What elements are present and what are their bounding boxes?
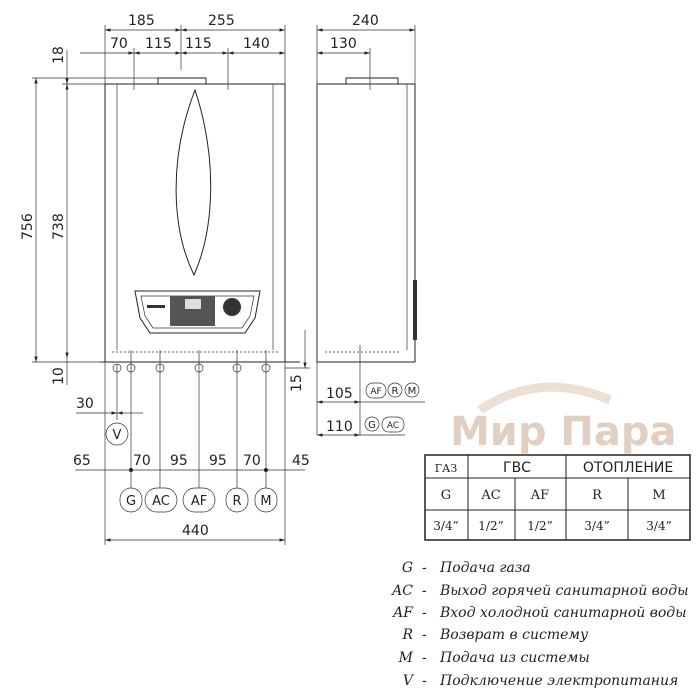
boiler-body-side — [316, 83, 416, 363]
connection-AC-label: AC — [152, 494, 170, 509]
table-size-R: 3/4” — [584, 519, 609, 533]
control-panel — [134, 290, 261, 334]
dim-15: 15 — [289, 374, 305, 392]
legend-item: V - Подключение электропитания — [403, 673, 678, 689]
dim-255: 255 — [208, 13, 235, 29]
dim-95-a: 95 — [170, 453, 188, 469]
dim-140: 140 — [243, 36, 270, 52]
svg-text:-: - — [422, 627, 427, 643]
side-AC-label: AC — [387, 421, 399, 431]
svg-text:AF: AF — [391, 605, 414, 621]
connection-V-marker — [105, 422, 129, 446]
watermark-logo: Мир Пара — [450, 382, 676, 455]
dim-70: 70 — [110, 36, 128, 52]
table-header-dhw: ГВС — [503, 460, 531, 476]
connection-G-label: G — [126, 494, 136, 509]
dim-115-left: 115 — [145, 36, 172, 52]
svg-text:R: R — [401, 627, 413, 643]
dim-65: 65 — [73, 453, 91, 469]
table-code-AF: AF — [530, 488, 549, 503]
dim-70-b: 70 — [243, 453, 261, 469]
front-decor-shape — [175, 88, 212, 277]
legend-item: AC - Выход горячей санитарной воды — [390, 583, 688, 599]
connection-V-label: V — [113, 428, 122, 443]
side-view: 240 130 105 110 AF R M G AC — [316, 13, 425, 437]
dim-756: 756 — [20, 213, 36, 240]
dim-30: 30 — [76, 396, 94, 412]
table-size-AC: 1/2” — [478, 519, 503, 533]
legend: G - Подача газа AC - Выход горячей санит… — [390, 560, 688, 689]
legend-item: R - Возврат в систему — [401, 627, 589, 643]
connection-R-label: R — [232, 494, 241, 509]
top-flue-outlet — [157, 77, 207, 85]
table-header-gas: ГАЗ — [435, 462, 458, 475]
svg-text:Подача газа: Подача газа — [439, 560, 531, 576]
svg-text:M: M — [398, 650, 414, 666]
table-code-R: R — [592, 488, 603, 503]
svg-text:Подключение электропитания: Подключение электропитания — [439, 673, 678, 689]
dim-738: 738 — [51, 213, 67, 240]
front-view — [100, 77, 300, 488]
connection-size-table: ГАЗ ГВС ОТОПЛЕНИЕ G AC AF R M 3/4” 1/2” … — [424, 454, 691, 541]
legend-item: M - Подача из системы — [398, 650, 590, 666]
dim-105: 105 — [326, 386, 353, 402]
side-R-label: R — [392, 386, 399, 397]
dim-440: 440 — [182, 523, 209, 539]
svg-text:AC: AC — [390, 583, 413, 599]
dim-240: 240 — [352, 13, 379, 29]
legend-item: G - Подача газа — [402, 560, 531, 576]
side-G-label: G — [368, 420, 376, 431]
svg-text:G: G — [402, 560, 413, 576]
fittings — [112, 350, 271, 488]
bottom-dimensions: 65 70 95 95 70 45 440 G AC AF R M — [73, 362, 310, 545]
table-code-AC: AC — [480, 488, 500, 503]
control-knob-icon — [223, 298, 241, 316]
table-code-G: G — [441, 488, 451, 503]
side-M-label: M — [408, 386, 417, 397]
dim-95-b: 95 — [209, 453, 227, 469]
svg-text:Вход холодной санитарной воды: Вход холодной санитарной воды — [439, 605, 687, 621]
dim-185: 185 — [128, 13, 155, 29]
svg-text:-: - — [422, 560, 427, 576]
watermark-text: Мир Пара — [450, 409, 676, 455]
connection-M-label: M — [260, 494, 271, 509]
top-dimensions: 185 255 70 115 115 140 — [80, 13, 286, 90]
svg-text:-: - — [422, 583, 427, 599]
dim-110: 110 — [326, 419, 353, 435]
dim-10: 10 — [51, 367, 67, 385]
dim-18: 18 — [51, 46, 67, 64]
svg-text:-: - — [422, 673, 427, 689]
connection-labels: G AC AF R M — [119, 487, 278, 513]
dim-115-right: 115 — [185, 36, 212, 52]
svg-text:Подача из системы: Подача из системы — [439, 650, 590, 666]
svg-text:Возврат в систему: Возврат в систему — [439, 627, 589, 643]
side-AF-label: AF — [370, 387, 381, 397]
dim-130: 130 — [330, 36, 357, 52]
dim-70-a: 70 — [133, 453, 151, 469]
svg-text:V: V — [403, 673, 415, 689]
table-code-M: M — [652, 488, 665, 503]
legend-item: AF - Вход холодной санитарной воды — [391, 605, 686, 621]
svg-text:-: - — [422, 605, 427, 621]
svg-text:-: - — [422, 650, 427, 666]
table-header-heating: ОТОПЛЕНИЕ — [583, 460, 673, 476]
svg-text:Выход горячей санитарной воды: Выход горячей санитарной воды — [439, 583, 689, 599]
table-size-M: 3/4” — [646, 519, 671, 533]
connection-AF-label: AF — [191, 494, 207, 509]
table-size-AF: 1/2” — [527, 519, 552, 533]
left-dimensions: 756 738 18 10 15 30 V — [20, 46, 310, 446]
dim-45: 45 — [292, 453, 310, 469]
table-size-G: 3/4” — [433, 519, 458, 533]
